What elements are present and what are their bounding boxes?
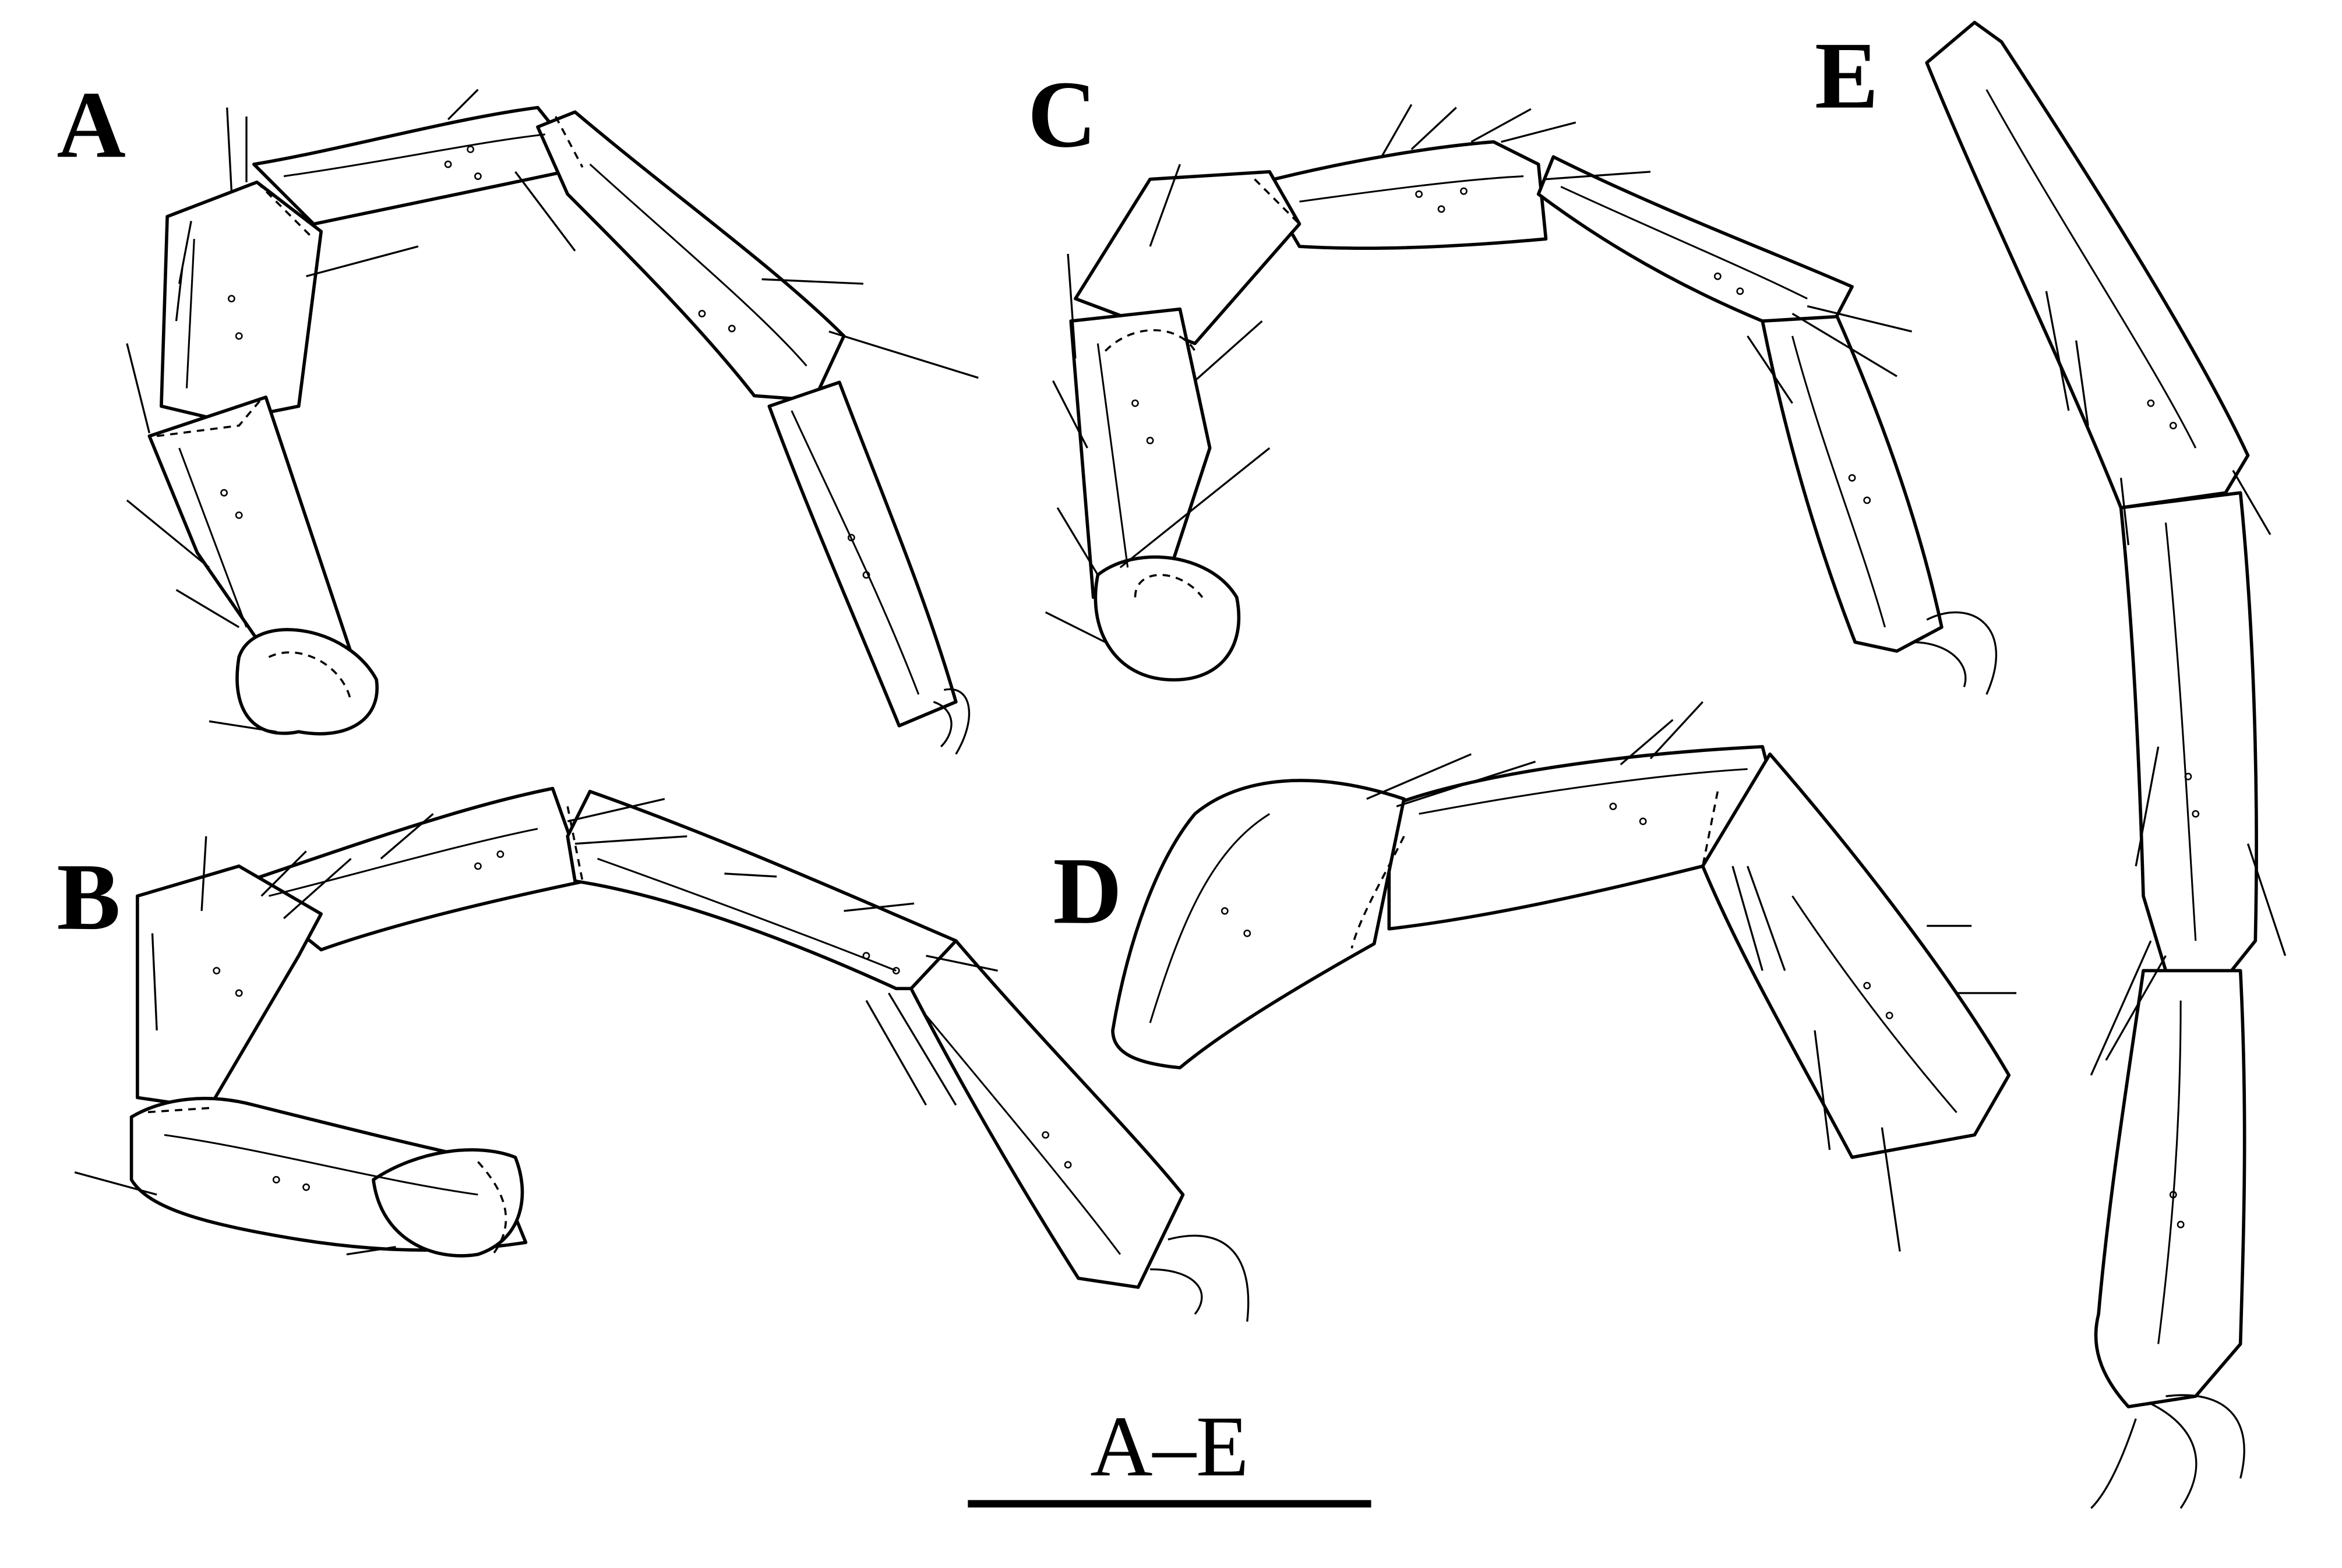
leg-drawing-c: C	[1028, 62, 1998, 695]
leg-drawing-b: B	[57, 786, 1250, 1322]
setae	[1366, 701, 2017, 1252]
panel-label-e: E	[1815, 23, 1878, 129]
setae	[1045, 104, 1998, 695]
setae	[2045, 291, 2287, 1509]
panel-label-b: B	[57, 845, 120, 950]
leg-drawing-d: D	[1053, 701, 2017, 1252]
setae	[126, 89, 979, 755]
leg-drawing-a: A	[57, 72, 979, 755]
setae	[74, 798, 1250, 1322]
panel-label-a: A	[57, 72, 125, 178]
panel-label-d: D	[1053, 838, 1121, 944]
scale-bar: A–E	[968, 1399, 1371, 1508]
scale-bar-label: A–E	[1090, 1399, 1249, 1495]
panel-label-c: C	[1028, 62, 1097, 167]
leg-drawing-e: E	[1815, 20, 2287, 1509]
